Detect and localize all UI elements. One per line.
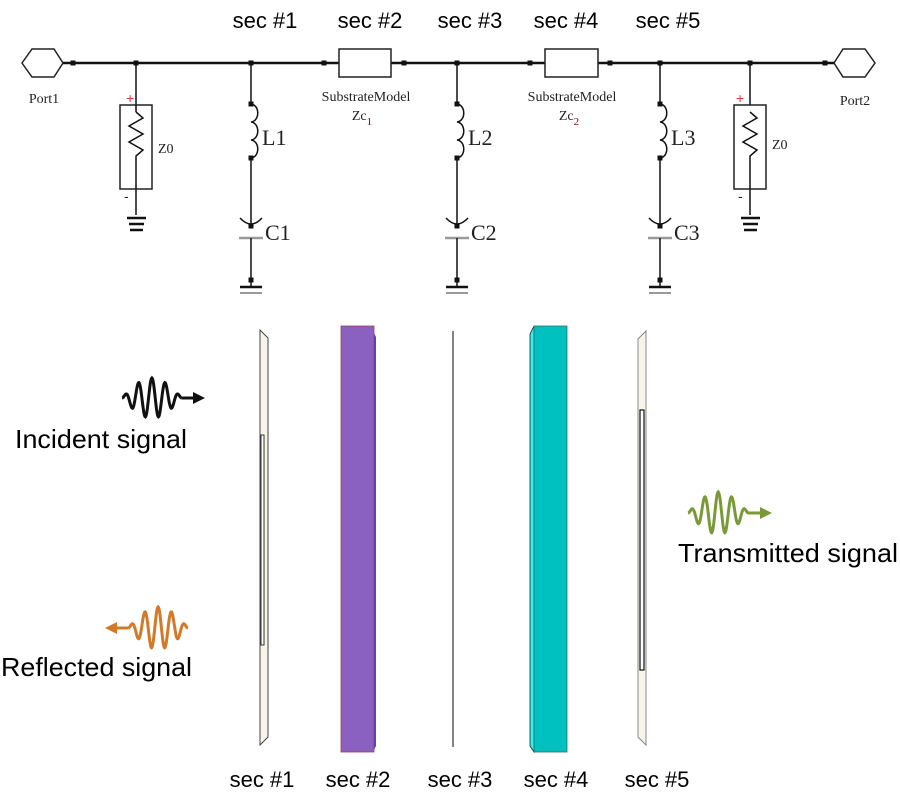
slab-sec4-edge xyxy=(529,325,535,754)
bottom-sec-label-2: sec #2 xyxy=(326,767,391,792)
node-dot xyxy=(747,60,753,66)
sec-label-3: sec #3 xyxy=(438,8,503,33)
signal-waves xyxy=(105,375,772,650)
transmitted-signal-label: Transmitted signal xyxy=(678,538,898,568)
z0-right: + - Z0 xyxy=(733,63,788,232)
physical-layers xyxy=(259,325,647,754)
sec-label-2: sec #2 xyxy=(338,8,403,33)
substrate-box-2 xyxy=(544,48,599,78)
inductor-label: L3 xyxy=(671,125,695,150)
ground-icon xyxy=(649,285,671,294)
capacitor-label: C3 xyxy=(674,220,700,245)
ground-icon xyxy=(127,216,146,232)
inductor-label: L1 xyxy=(262,125,286,150)
arrow-icon xyxy=(105,622,117,634)
transmitted-wave-icon xyxy=(687,489,772,535)
sheet-sec5-slot xyxy=(639,409,645,671)
inductor-label: L2 xyxy=(468,125,492,150)
substrate-1-name: Zc1 xyxy=(352,109,372,128)
node-dot xyxy=(607,60,613,66)
sec-label-4: sec #4 xyxy=(534,8,599,33)
sheet-sec1-slot xyxy=(260,434,265,646)
bottom-sec-label-1: sec #1 xyxy=(230,767,295,792)
arrow-icon xyxy=(760,507,772,519)
incident-signal-label: Incident signal xyxy=(15,424,187,454)
ground-icon xyxy=(446,285,468,294)
physical-section-labels: sec #1 sec #2 sec #3 sec #4 sec #5 xyxy=(230,767,690,792)
bottom-sec-label-5: sec #5 xyxy=(625,767,690,792)
slab-sec2-edge xyxy=(374,333,376,750)
sec-label-1: sec #1 xyxy=(233,8,298,33)
minus-sign: - xyxy=(124,188,129,204)
node-dot xyxy=(70,60,76,66)
circuit-section-labels: sec #1 sec #2 sec #3 sec #4 sec #5 xyxy=(233,8,701,33)
plus-sign: + xyxy=(736,90,744,106)
plus-sign: + xyxy=(126,90,134,106)
inductor-icon xyxy=(456,103,465,159)
slab-sec4 xyxy=(533,325,568,753)
minus-sign: - xyxy=(738,188,743,204)
node-dot xyxy=(527,60,533,66)
port1-label: Port1 xyxy=(29,92,59,107)
z0-left: + - Z0 xyxy=(119,63,174,232)
inductor-icon xyxy=(659,103,668,159)
node-dot xyxy=(321,60,327,66)
arrow-icon xyxy=(193,392,205,404)
slab-sec2 xyxy=(340,325,375,753)
ground-icon xyxy=(240,285,262,294)
incident-wave-icon xyxy=(121,375,205,419)
reflected-signal-label: Reflected signal xyxy=(1,652,192,682)
node-dot xyxy=(822,60,828,66)
substrate-2-name: Zc2 xyxy=(559,109,579,128)
z0-left-label: Z0 xyxy=(158,142,174,157)
bottom-sec-label-3: sec #3 xyxy=(428,767,493,792)
sec-label-5: sec #5 xyxy=(636,8,701,33)
inductor-icon xyxy=(250,103,259,159)
capacitor-label: C2 xyxy=(471,220,497,245)
substrate-box-1 xyxy=(338,48,392,78)
capacitor-label: C1 xyxy=(265,220,291,245)
substrate-1-label: SubstrateModel xyxy=(322,90,411,105)
port1-icon xyxy=(21,48,64,78)
port2-label: Port2 xyxy=(840,94,870,109)
node-dot xyxy=(401,60,407,66)
node-dot xyxy=(133,60,139,66)
bottom-sec-label-4: sec #4 xyxy=(524,767,589,792)
port2-icon xyxy=(833,48,876,78)
reflected-wave-icon xyxy=(105,604,189,650)
z0-right-label: Z0 xyxy=(772,138,788,153)
ground-icon xyxy=(741,216,760,232)
substrate-2-label: SubstrateModel xyxy=(528,90,617,105)
